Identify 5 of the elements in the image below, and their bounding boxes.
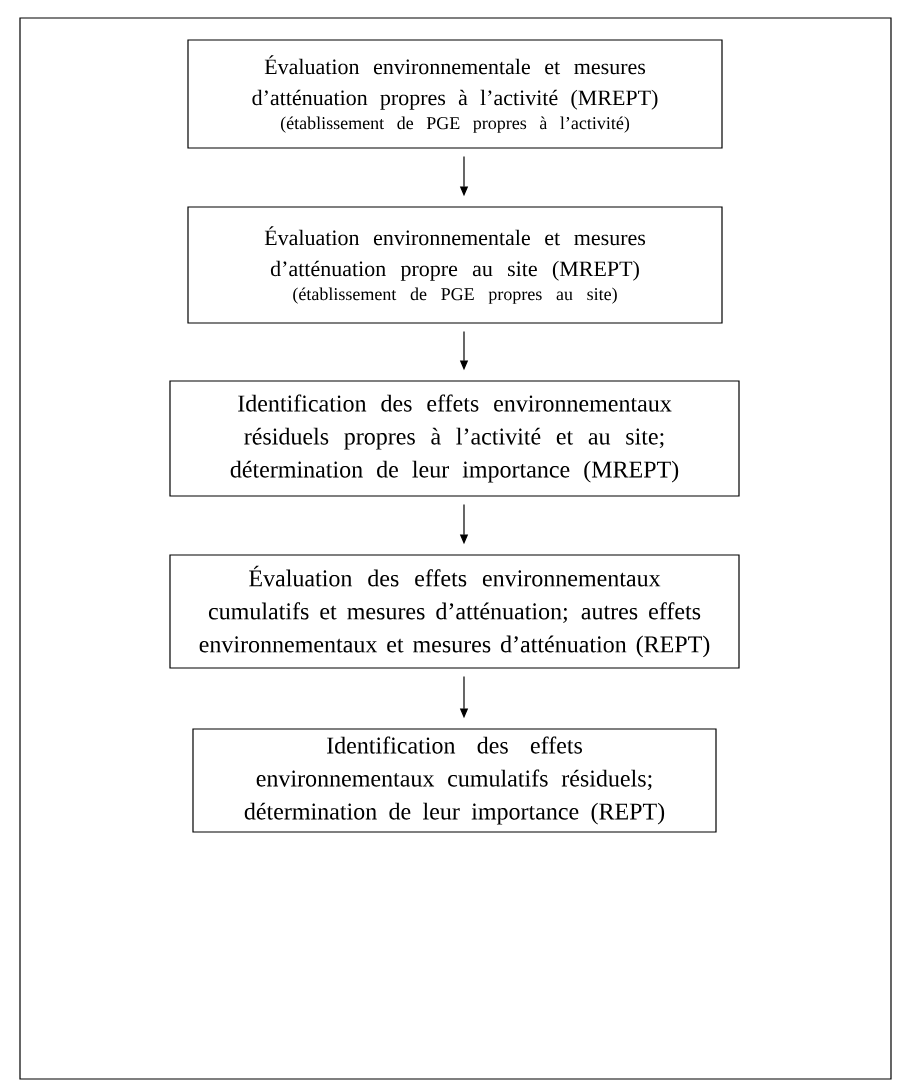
process-box: Évaluation environnementale et mesures d’atténuation propre au site (MREPT) (établissement de PGE propres au site) bbox=[187, 206, 723, 324]
process-box: Évaluation environnementale et mesures d’atténuation propres à l’activité (MREPT) (établissement de PGE propres à l’activité) bbox=[187, 39, 723, 149]
process-box: Identification des effets environnementaux cumulatifs résiduels; détermination de leur importance (REPT) bbox=[192, 728, 717, 833]
process-box: Identification des effets environnementaux résiduels propres à l’activité et au site; détermination de leur importance (MREPT) bbox=[169, 380, 740, 497]
process-box: Évaluation des effets environnementaux cumulatifs et mesures d’atténuation; autres effets environnementaux et mesures d’atténuation (REPT) bbox=[169, 554, 740, 669]
